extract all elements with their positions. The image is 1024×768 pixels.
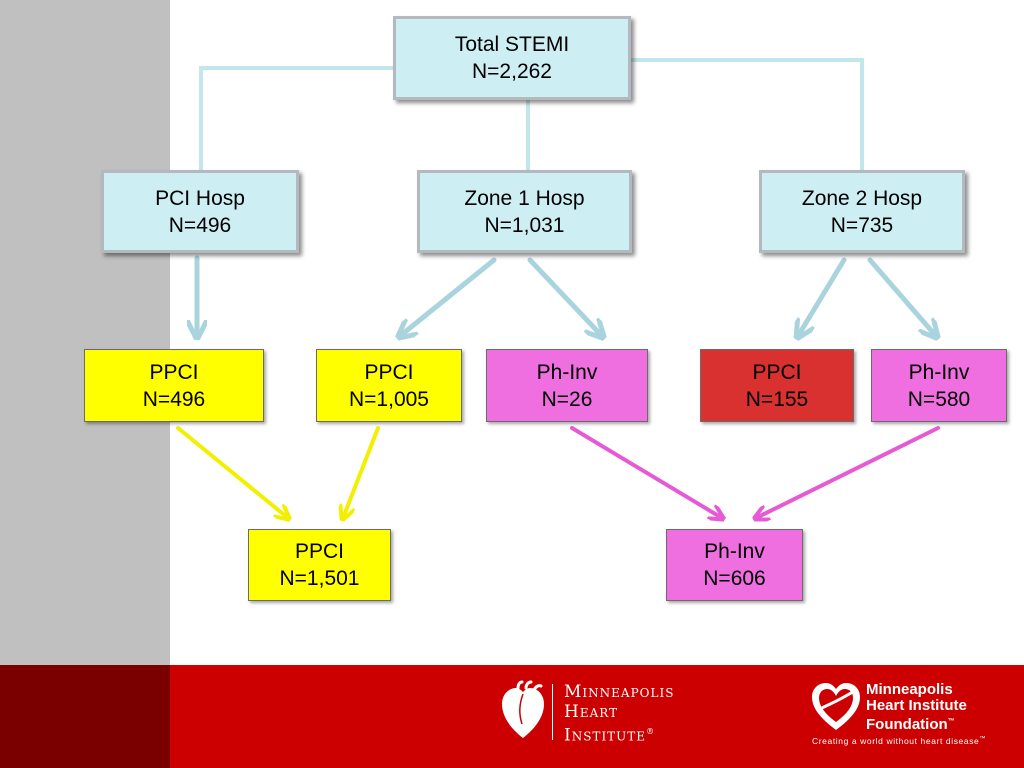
mhi-logo-line3: Institute bbox=[564, 725, 647, 746]
arrow-ppci-zone1-to-total bbox=[343, 426, 380, 518]
zone1-hosp-box: Zone 1 Hosp N=1,031 bbox=[417, 170, 632, 253]
phinv-total-box: Ph-Inv N=606 bbox=[666, 529, 803, 601]
flow-connectors bbox=[176, 58, 1024, 665]
mhif-logo-line1: Minneapolis bbox=[866, 681, 953, 698]
zone1-hosp-title: Zone 1 Hosp bbox=[464, 186, 585, 210]
ppci-zone2-box: PPCI N=155 bbox=[700, 349, 854, 422]
ppci-pci-hosp-title: PPCI bbox=[149, 360, 199, 384]
connector-total-to-pci-hosp bbox=[199, 66, 395, 172]
pci-hosp-box: PCI Hosp N=496 bbox=[101, 170, 299, 253]
mhif-tagline-text: Creating a world without heart disease bbox=[812, 736, 980, 746]
heart-swoosh-icon bbox=[812, 683, 860, 730]
ppci-total-count: N=1,501 bbox=[279, 567, 360, 590]
ppci-zone1-count: N=1,005 bbox=[349, 387, 429, 411]
ppci-zone1-title: PPCI bbox=[364, 360, 414, 384]
mhif-logo-line2: Heart Institute bbox=[866, 697, 967, 714]
ppci-zone2-count: N=155 bbox=[745, 387, 809, 411]
arrow-phinv-zone1-to-total bbox=[570, 426, 722, 518]
pci-hosp-title: PCI Hosp bbox=[155, 186, 245, 210]
phinv-zone2-title: Ph-Inv bbox=[908, 360, 970, 384]
minneapolis-heart-institute-logo: Minneapolis Heart Institute® bbox=[500, 678, 700, 748]
arrow-ppci-pci-to-total bbox=[176, 426, 288, 518]
ppci-total-title: PPCI bbox=[294, 540, 344, 563]
phinv-total-count: N=606 bbox=[703, 567, 766, 590]
ppci-total-box: PPCI N=1,501 bbox=[248, 529, 391, 601]
phinv-zone2-box: Ph-Inv N=580 bbox=[871, 349, 1007, 422]
zone2-hosp-title: Zone 2 Hosp bbox=[801, 186, 923, 210]
connector-total-to-zone2-hosp bbox=[630, 58, 864, 172]
phinv-zone2-count: N=580 bbox=[907, 387, 971, 411]
ppci-pci-hosp-count: N=496 bbox=[142, 387, 206, 411]
total-stemi-title: Total STEMI bbox=[454, 33, 570, 56]
mhi-logo-text: Minneapolis Heart Institute® bbox=[564, 682, 674, 746]
mhi-logo-line2: Heart bbox=[564, 702, 619, 722]
mhi-logo-trademark: ® bbox=[646, 727, 656, 736]
phinv-zone1-count: N=26 bbox=[541, 387, 593, 411]
mhif-tagline-trademark: ™ bbox=[979, 736, 986, 743]
zone2-hosp-count: N=735 bbox=[830, 213, 894, 237]
arrow-zone1-to-ppci bbox=[400, 257, 497, 336]
zone2-hosp-box: Zone 2 Hosp N=735 bbox=[759, 170, 965, 253]
ppci-pci-hosp-box: PPCI N=496 bbox=[84, 349, 264, 422]
heart-icon bbox=[502, 680, 544, 738]
ppci-zone1-box: PPCI N=1,005 bbox=[316, 349, 462, 422]
arrow-zone1-to-phinv bbox=[527, 257, 602, 336]
mhif-logo-trademark: ™ bbox=[947, 718, 955, 725]
phinv-total-title: Ph-Inv bbox=[704, 540, 765, 563]
arrow-zone2-to-phinv bbox=[867, 257, 936, 336]
mhi-logo-divider bbox=[552, 684, 553, 740]
left-gray-band bbox=[0, 0, 170, 665]
pci-hosp-count: N=496 bbox=[168, 213, 232, 237]
total-stemi-box: Total STEMI N=2,262 bbox=[393, 16, 631, 100]
ppci-zone2-title: PPCI bbox=[752, 360, 802, 384]
mhif-tagline: Creating a world without heart disease™ bbox=[812, 736, 986, 746]
total-stemi-count: N=2,262 bbox=[472, 60, 552, 83]
mhif-logo-text: Minneapolis Heart Institute Foundation™ bbox=[866, 682, 967, 733]
phinv-zone1-box: Ph-Inv N=26 bbox=[486, 349, 648, 422]
mhif-logo-line3: Foundation bbox=[866, 716, 948, 733]
arrow-phinv-zone2-to-total bbox=[756, 426, 940, 518]
mhi-logo-line1: Minneapolis bbox=[564, 682, 675, 702]
zone1-hosp-count: N=1,031 bbox=[484, 213, 565, 237]
minneapolis-heart-institute-foundation-logo: Minneapolis Heart Institute Foundation™ … bbox=[808, 678, 1018, 754]
arrow-zone2-to-ppci bbox=[798, 257, 847, 336]
footer-dark-corner bbox=[0, 665, 170, 768]
phinv-zone1-title: Ph-Inv bbox=[536, 360, 598, 384]
